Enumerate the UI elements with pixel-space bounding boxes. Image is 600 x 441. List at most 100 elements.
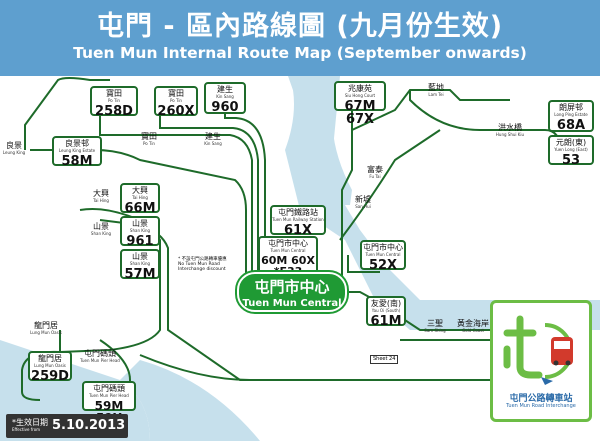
place-en: Lung Mun Oasis bbox=[30, 330, 62, 335]
place-en: Kin Sang bbox=[204, 141, 222, 146]
effective-label-zh: *生效日期 bbox=[12, 418, 48, 427]
route-line-58m bbox=[24, 77, 110, 150]
place-zh: 黃金海岸 bbox=[457, 319, 489, 328]
effective-label-en: Effective from bbox=[12, 427, 41, 432]
place-zh: 洪水橋 bbox=[498, 123, 522, 132]
box-shan-king-961[interactable]: 山景 Shan King 961 bbox=[120, 216, 160, 249]
place-hung-shui-kiu: 洪水橋 Hung Shui Kiu bbox=[488, 124, 532, 137]
route-number: 60M 60X bbox=[261, 254, 315, 267]
tuen-mun-central-hub[interactable]: 屯門市中心 Tuen Mun Central bbox=[237, 272, 347, 312]
route-number: 259D bbox=[31, 369, 69, 384]
box-yuen-long-53[interactable]: 元朗(東) Yuen Long (East) 53 bbox=[548, 135, 594, 167]
route-number: 58M bbox=[61, 154, 93, 169]
place-tai-hing: 大興 Tai Hing bbox=[86, 190, 116, 203]
place-fu-tai: 富泰 Fu Tai bbox=[360, 166, 390, 179]
box-label-zh: 寶田 bbox=[168, 89, 184, 98]
box-po-tin-258d[interactable]: 寶田 Po Tin 258D bbox=[90, 86, 138, 119]
box-label-en: Shan King bbox=[129, 261, 151, 266]
box-label-en: Tai Hing bbox=[132, 195, 148, 200]
box-label-zh: 寶田 bbox=[106, 89, 122, 98]
place-zh: 新墟 bbox=[355, 195, 371, 204]
box-tai-hing-66m[interactable]: 大興 Tai Hing 66M bbox=[120, 183, 160, 216]
hub-label-en: Tuen Mun Central bbox=[242, 298, 342, 309]
box-label-en: Shan King bbox=[129, 228, 151, 233]
place-po-tin: 寶田 Po Tin bbox=[134, 133, 164, 146]
place-zh: 寶田 bbox=[141, 132, 157, 141]
route-number: 66M bbox=[124, 201, 156, 216]
box-label-en: Siu Hong Court bbox=[344, 93, 376, 98]
route-number: 260X bbox=[157, 104, 195, 119]
route-number: 61M bbox=[370, 314, 402, 329]
box-pier-head-59m[interactable]: 屯門碼頭 Tuen Mun Pier Head 59M 59X bbox=[82, 381, 136, 424]
place-shan-king: 山景 Shan King bbox=[86, 223, 116, 236]
place-lung-mun: 龍門居 Lung Mun Oasis bbox=[26, 322, 66, 335]
box-leung-king-58m[interactable]: 良景邨 Leung King Estate 58M bbox=[52, 136, 102, 169]
route-line-52x bbox=[347, 255, 380, 273]
box-label-en: Tuen Mun Pier Head bbox=[89, 393, 129, 398]
route-number: 258D bbox=[95, 104, 133, 119]
box-label-zh: 朗屏邨 bbox=[559, 103, 583, 112]
route-line-long-ping bbox=[409, 90, 510, 131]
note-zh: * 不設屯門公路轉車優惠 bbox=[178, 257, 227, 262]
sea-south bbox=[120, 360, 260, 441]
route-line-lamtei bbox=[351, 89, 510, 131]
route-number: 961 bbox=[126, 234, 154, 249]
interchange-logo-icon bbox=[503, 315, 573, 385]
box-label-zh: 良景邨 bbox=[65, 139, 89, 148]
box-label-zh: 龍門居 bbox=[38, 354, 62, 363]
box-long-ping-68a[interactable]: 朗屏邨 Long Ping Estate 68A bbox=[548, 100, 594, 132]
place-zh: 三聖 bbox=[427, 319, 443, 328]
box-label-en: Po Tin bbox=[108, 98, 120, 103]
route-number: 67M 67X bbox=[344, 99, 376, 127]
route-line-258d bbox=[99, 100, 253, 292]
effective-date: 5.10.2013 bbox=[52, 418, 126, 433]
place-gold-coast: 黃金海岸 Gold Coast bbox=[454, 320, 492, 333]
place-en: San Hui bbox=[355, 204, 371, 209]
place-en: Hung Shui Kiu bbox=[495, 132, 525, 137]
box-label-en: Tuen Mun Central bbox=[365, 252, 401, 257]
place-en: Lam Tei bbox=[428, 92, 444, 97]
place-en: Shan King bbox=[90, 231, 112, 236]
box-label-en: Lung Mun Oasis bbox=[34, 363, 66, 368]
box-label-en: Long Ping Estate bbox=[554, 112, 588, 117]
route-number: 52X bbox=[368, 258, 398, 273]
box-tm-central-60m[interactable]: 屯門市中心 Tuen Mun Central 60M 60X *E33 bbox=[258, 236, 318, 277]
effective-date-badge: *生效日期 Effective from 5.10.2013 bbox=[6, 414, 128, 438]
place-en: Sam Shing bbox=[424, 328, 446, 333]
hub-label-zh: 屯門市中心 bbox=[254, 278, 330, 296]
box-label-en: Kin Sang bbox=[216, 94, 234, 99]
box-siu-hong-67m[interactable]: 兆康苑 Siu Hong Court 67M 67X bbox=[334, 81, 386, 126]
box-label-zh: 屯門市中心 bbox=[363, 243, 403, 252]
place-zh: 建生 bbox=[205, 132, 221, 141]
box-po-tin-260x[interactable]: 寶田 Po Tin 260X bbox=[154, 86, 198, 119]
place-en: Gold Coast bbox=[462, 328, 484, 333]
route-line-futai bbox=[339, 129, 441, 241]
box-label-zh: 建生 bbox=[217, 85, 233, 94]
box-label-en: Tuen Mun Railway Station bbox=[272, 217, 324, 222]
box-label-zh: 屯門鐵路站 bbox=[278, 208, 318, 217]
interchange-logo-box: 屯門公路轉車站 Tuen Mun Road Interchange bbox=[490, 300, 592, 422]
box-tm-central-52x[interactable]: 屯門市中心 Tuen Mun Central 52X bbox=[360, 240, 406, 273]
route-number-2: *E33 bbox=[260, 266, 316, 277]
place-en: Fu Tai bbox=[369, 174, 381, 179]
note-en: No Tuen Mun Road Interchange discount bbox=[178, 261, 226, 272]
box-kin-sang-960[interactable]: 建生 Kin Sang 960 bbox=[204, 82, 246, 114]
place-zh: 大興 bbox=[93, 189, 109, 198]
place-lam-tei: 藍地 Lam Tei bbox=[418, 84, 454, 97]
route-line-960 bbox=[224, 110, 266, 292]
box-yau-oi-61m[interactable]: 友愛(南) Yau Oi (South) 61M bbox=[366, 296, 406, 329]
box-railway-61x[interactable]: 屯門鐵路站 Tuen Mun Railway Station 61X 263 bbox=[270, 205, 326, 250]
box-label-zh: 元朗(東) bbox=[555, 138, 587, 147]
place-pier-head: 屯門碼頭 Tuen Mun Pier Head bbox=[76, 350, 124, 363]
sea-bay bbox=[288, 76, 352, 205]
box-label-en: Yau Oi (South) bbox=[371, 308, 401, 313]
place-en: Leung King bbox=[2, 150, 26, 155]
box-label-zh: 兆康苑 bbox=[348, 84, 372, 93]
box-label-zh: 屯門碼頭 bbox=[93, 384, 125, 393]
box-label-zh: 大興 bbox=[132, 186, 148, 195]
box-lung-mun-259d[interactable]: 龍門居 Lung Mun Oasis 259D bbox=[28, 351, 72, 384]
box-shan-king-57m[interactable]: 山景 Shan King 57M bbox=[120, 249, 160, 281]
route-number: 68A bbox=[556, 118, 586, 133]
route-line-shanking bbox=[21, 208, 161, 401]
box-label-en: Leung King Estate bbox=[58, 148, 96, 153]
